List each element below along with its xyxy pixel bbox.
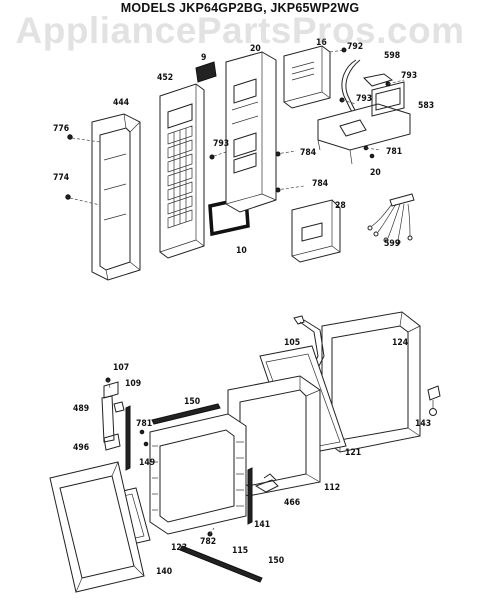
callout-115: 115 [232,546,248,556]
callout-124: 124 [392,338,409,348]
page-title: MODELS JKP64GP2BG, JKP65WP2WG [120,1,360,15]
part-141-choke-seal [247,467,253,525]
callout-489: 489 [73,404,89,414]
callout-793-b: 793 [356,94,372,104]
part-793-screw [209,151,227,160]
callout-793-c: 793 [213,139,229,149]
callout-20: 20 [250,44,261,54]
part-782-screw [207,527,215,537]
callout-109: 109 [125,379,141,389]
part-115-choke-frame [149,413,247,535]
part-792-screw [329,47,347,53]
part-583-power-module [317,73,411,165]
callout-28: 28 [335,201,346,211]
part-489-hinge-arm [101,395,125,443]
part-20-control-bracket [225,51,277,213]
part-781-screw [363,145,381,159]
callout-784-b: 784 [312,179,329,189]
part-784-screw [275,150,297,157]
callout-16: 16 [316,38,327,48]
part-150-seal-strip-lower [179,545,263,583]
callout-452: 452 [157,73,173,83]
callout-793: 793 [401,71,417,81]
callout-792: 792 [347,42,363,52]
part-150-seal-strip-upper [151,403,221,425]
part-781-screw-frame [139,429,149,447]
part-496-hinge-block [103,433,121,451]
callout-496: 496 [73,443,89,453]
callout-149: 149 [139,458,155,468]
callout-10: 10 [236,246,247,256]
callout-599: 599 [384,239,400,249]
callout-774: 774 [53,173,70,183]
callout-140: 140 [156,567,173,577]
callout-labels: 9 20 16 792 598 452 793 583 444 776 793 … [53,38,434,577]
callout-150-b: 150 [268,556,285,566]
part-793-screw-module-lower [339,97,357,105]
part-28-circuit-board [291,199,341,263]
part-9-display-window [195,61,217,83]
callout-598: 598 [384,51,400,61]
watermark-text: AppliancePartsPros.com [15,10,465,51]
callout-123: 123 [171,543,187,553]
callout-781-b: 781 [136,419,152,429]
callout-141: 141 [254,520,270,530]
part-149-seal-strip [125,405,131,471]
callout-20-b: 20 [370,168,381,178]
callout-112: 112 [324,483,340,493]
part-784-screw-lower [275,185,305,193]
callout-782: 782 [200,537,216,547]
callout-466: 466 [284,498,300,508]
part-774-screw [65,194,101,206]
part-109-hinge-plate [103,381,119,399]
part-444-control-trim-frame [91,113,141,281]
part-140-outer-door-panel [49,461,145,593]
part-143-latch [427,385,441,416]
callout-150: 150 [184,397,201,407]
part-793-screw-module [385,79,405,87]
callout-9: 9 [201,53,206,63]
part-16-control-board [283,45,331,109]
part-107-hinge-screw [105,377,111,389]
part-452-control-panel [159,83,205,259]
callout-784: 784 [300,148,317,158]
callout-444: 444 [113,98,130,108]
part-776-screw [67,134,101,143]
callout-121: 121 [345,448,361,458]
part-599-wire-harness [367,193,415,245]
callout-143: 143 [415,419,431,429]
callout-107: 107 [113,363,129,373]
callout-583: 583 [418,101,434,111]
callout-781: 781 [386,147,402,157]
part-466-door-arm [254,473,279,493]
callout-105: 105 [284,338,300,348]
callout-776: 776 [53,124,69,134]
